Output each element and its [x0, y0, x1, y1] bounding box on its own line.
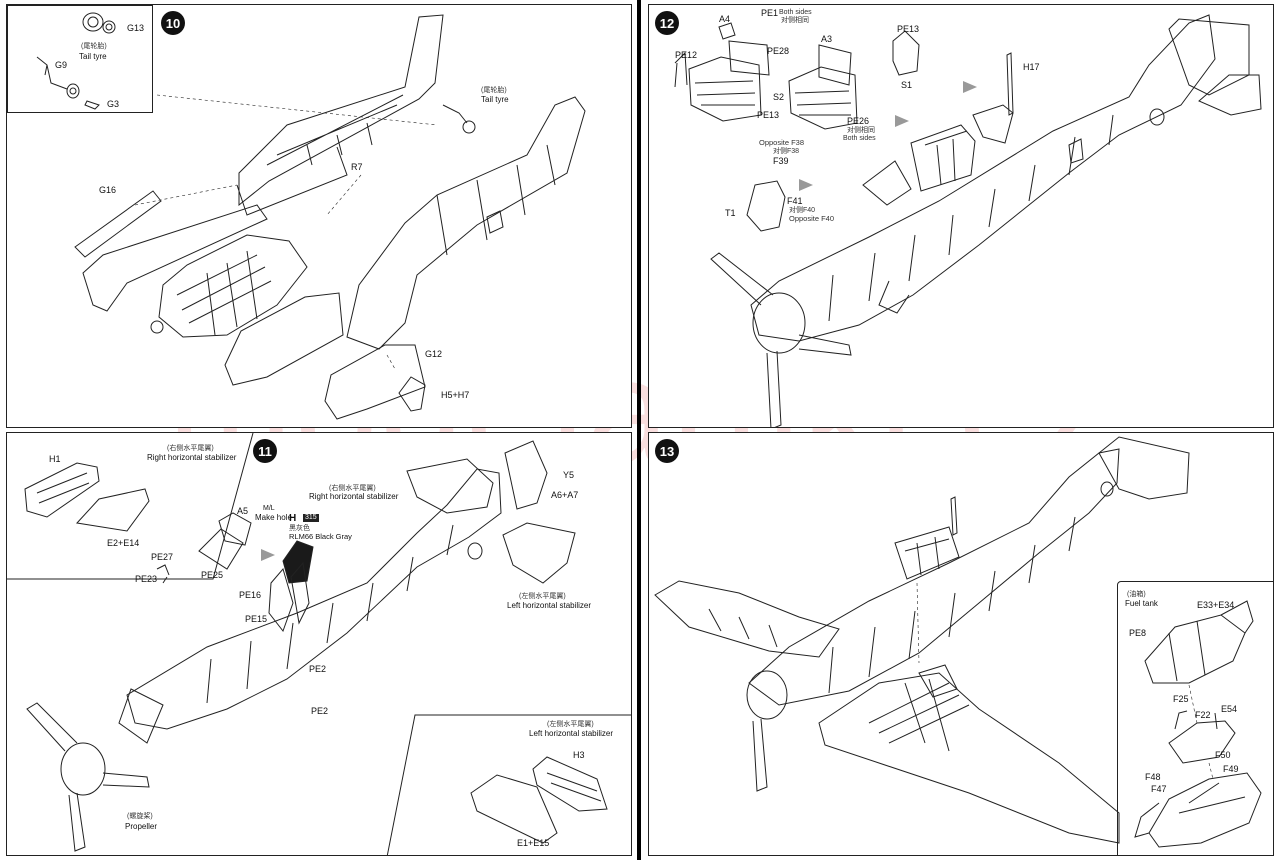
opposite-f40: Opposite F40: [789, 214, 835, 223]
fuel-tank-caption-cn: (油箱): [1127, 591, 1146, 598]
rhs2-caption-cn: (右侧水平尾翼): [329, 485, 376, 492]
part-pe13b-label: PE13: [897, 24, 920, 34]
part-pe16-label: PE16: [239, 590, 262, 600]
tail-tyre-inset: [7, 5, 153, 113]
part-r7-label: R7: [351, 162, 363, 172]
lhs-caption-cn: (左侧水平尾翼): [519, 593, 566, 600]
step-11-drawing: [7, 433, 631, 855]
part-h5h7-label: H5+H7: [441, 390, 470, 400]
part-f50-label: F50: [1215, 750, 1231, 760]
part-g3-label: G3: [107, 99, 120, 109]
part-pe13a-label: PE13: [757, 110, 780, 120]
pe1-both-sides: Both sides: [779, 9, 812, 16]
part-pe12-label: PE12: [675, 50, 698, 60]
opposite-f38: Opposite F38: [759, 138, 805, 147]
part-g9-label: G9: [55, 60, 68, 70]
part-e54-label: E54: [1221, 704, 1238, 714]
prop-caption-cn: (螺旋桨): [127, 813, 153, 820]
tail-tyre-caption: Tail tyre: [79, 52, 107, 61]
part-g16-label: G16: [99, 185, 117, 195]
part-h3-label: H3: [573, 750, 585, 760]
step-10-panel: 10 (尾轮胎) Tail tyre G13 G9 G3 (尾轮胎) Tail …: [6, 4, 632, 428]
opposite-f40-cn: 对侧F40: [789, 207, 816, 214]
part-f49-label: F49: [1223, 764, 1239, 774]
part-f39-label: F39: [773, 156, 789, 166]
step-12-number: 12: [655, 11, 679, 35]
part-a4-label: A4: [719, 14, 731, 24]
part-pe25-label: PE25: [201, 570, 224, 580]
part-f48-label: F48: [1145, 772, 1161, 782]
rhs-caption: Right horizontal stabilizer: [147, 453, 237, 462]
lhs2-caption: Left horizontal stabilizer: [529, 729, 614, 738]
part-h17-label: H17: [1023, 62, 1040, 72]
pe26-cn: 对侧相同: [847, 127, 875, 134]
step-13-drawing: [654, 436, 1262, 848]
make-hole-mm: M/L: [263, 505, 275, 512]
part-pe8-label: PE8: [1129, 628, 1147, 638]
part-s1-label: S1: [901, 80, 913, 90]
rhs2-caption: Right horizontal stabilizer: [309, 492, 399, 501]
part-f41-label: F41: [787, 196, 803, 206]
part-y5-label: Y5: [563, 470, 575, 480]
part-h1-label: H1: [49, 454, 61, 464]
lhs2-caption-cn: (左侧水平尾翼): [547, 721, 594, 728]
tail-tyre2-caption: Tail tyre: [481, 95, 509, 104]
part-g13-label: G13: [127, 23, 145, 33]
step-12-drawing: [674, 14, 1262, 427]
paint-number: 315: [303, 514, 319, 522]
make-hole-label: Make hole: [255, 513, 292, 522]
part-f47-label: F47: [1151, 784, 1167, 794]
part-pe26-label: PE26: [847, 116, 870, 126]
step-10-number: 10: [161, 11, 185, 35]
part-e33e34-label: E33+E34: [1197, 600, 1235, 610]
step-11-panel: 11 (右侧水平尾翼) Right horizontal stabilizer …: [6, 432, 632, 856]
part-pe2a-label: PE2: [309, 664, 327, 674]
part-f25-label: F25: [1173, 694, 1189, 704]
part-pe23-label: PE23: [135, 574, 158, 584]
prop-caption: Propeller: [125, 822, 158, 831]
part-s2-label: S2: [773, 92, 785, 102]
part-t1-label: T1: [725, 208, 736, 218]
part-pe2b-label: PE2: [311, 706, 329, 716]
paint-name-cn: 黑灰色: [289, 525, 310, 532]
part-pe28-label: PE28: [767, 46, 790, 56]
tail-tyre-caption-cn: (尾轮胎): [81, 43, 107, 50]
part-a6a7-label: A6+A7: [551, 490, 579, 500]
step-13-panel: 13 (油箱) Fuel tank E33+E34 PE8 F25 F22 E5…: [648, 432, 1274, 856]
opposite-f38-cn: 对侧F38: [773, 148, 800, 155]
rhs-caption-cn: (右侧水平尾翼): [167, 445, 214, 452]
lhs-caption: Left horizontal stabilizer: [507, 601, 592, 610]
pe26-both-sides: Both sides: [843, 135, 876, 142]
step-11-number: 11: [253, 439, 277, 463]
part-pe1-label: PE1: [761, 8, 779, 18]
step-12-panel: 12 A4 PE1 Both sides 对侧相同 PE12 PE28 S2 P…: [648, 4, 1274, 428]
fuel-tank-caption: Fuel tank: [1125, 599, 1158, 608]
tail-tyre2-caption-cn: (尾轮胎): [481, 87, 507, 94]
part-e1e15-label: E1+E15: [517, 838, 550, 848]
paint-name: RLM66 Black Gray: [289, 532, 352, 541]
center-divider: [637, 0, 641, 860]
pe1-both-sides-cn: 对侧相同: [781, 17, 809, 24]
part-g12-label: G12: [425, 349, 443, 359]
step-10-drawing: [36, 12, 586, 420]
step-13-number: 13: [655, 439, 679, 463]
part-a5-label: A5: [237, 506, 249, 516]
part-a3-label: A3: [821, 34, 833, 44]
part-e2e14-label: E2+E14: [107, 538, 140, 548]
part-pe27-label: PE27: [151, 552, 174, 562]
paint-code: H: [289, 513, 297, 524]
part-pe15-label: PE15: [245, 614, 268, 624]
part-f22-label: F22: [1195, 710, 1211, 720]
